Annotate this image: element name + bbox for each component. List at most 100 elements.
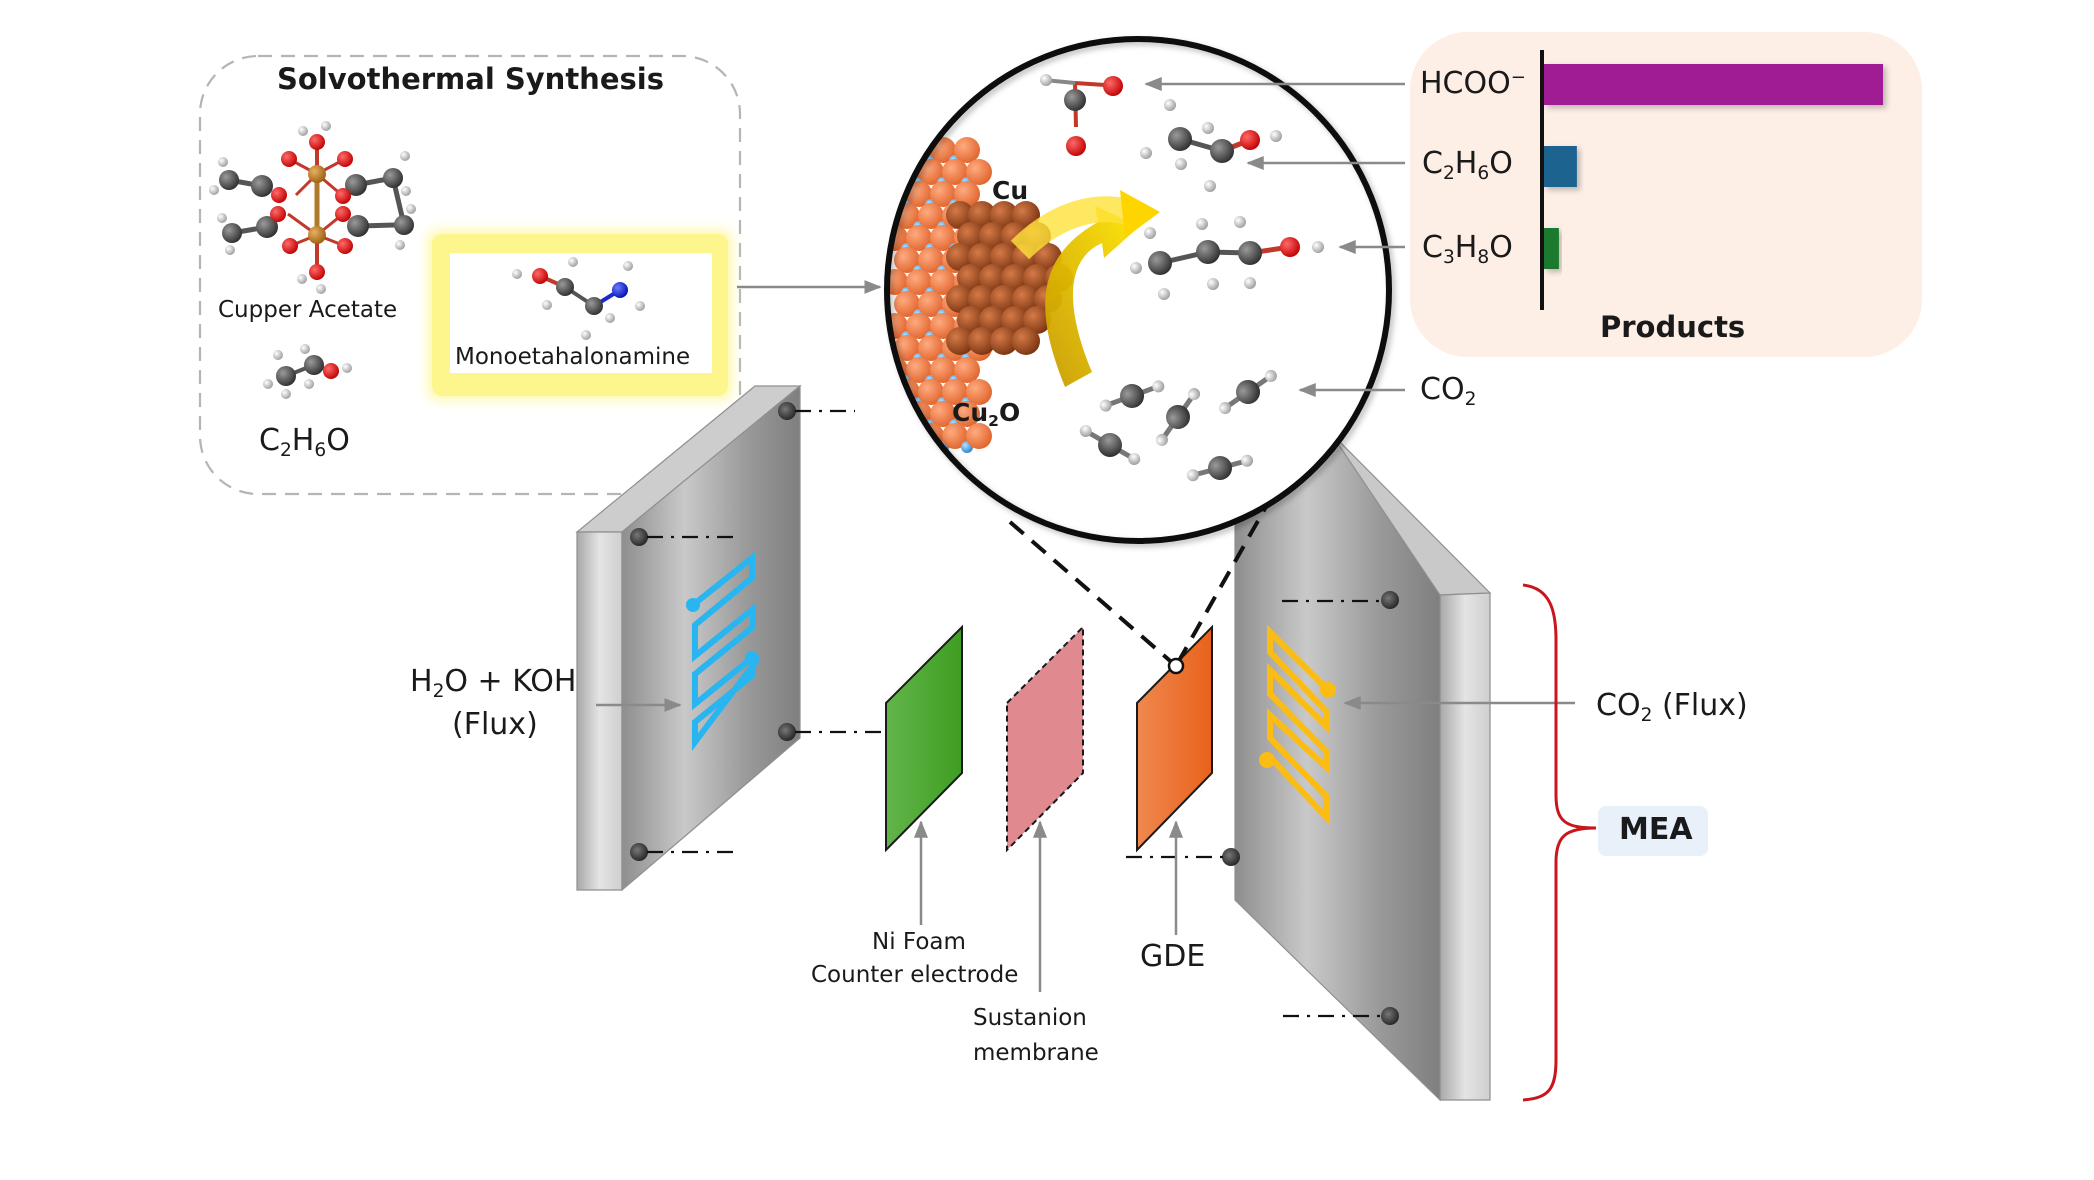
bolt-icon <box>630 843 648 861</box>
left-flow-channel <box>691 551 760 751</box>
atom <box>1188 388 1201 401</box>
atom <box>1098 433 1122 457</box>
atom <box>954 401 980 427</box>
zoom-projection-lines <box>1008 419 1317 668</box>
formate-molecule <box>1040 74 1123 156</box>
ethanol-product-molecule <box>1140 99 1282 192</box>
monoethanolamine-molecule <box>512 257 645 340</box>
left-channel-outlet <box>745 651 759 665</box>
co2-molecule <box>1219 369 1277 415</box>
atom <box>894 247 920 273</box>
atom <box>946 285 974 313</box>
synthesis-title: Solvothermal Synthesis <box>277 62 664 96</box>
atom <box>1241 454 1254 467</box>
atom <box>966 423 992 449</box>
ethanol-molecule <box>263 344 352 399</box>
bolt-icon <box>1381 1007 1399 1025</box>
co2-molecule <box>1079 425 1141 465</box>
atom <box>957 264 985 292</box>
c3h8o-label: C3H8O <box>1422 230 1513 268</box>
bar-hcoo <box>1544 64 1883 105</box>
bolt-icon <box>1381 591 1399 609</box>
atom <box>918 291 944 317</box>
atom <box>966 159 992 185</box>
c2h6o-label: C2H6O <box>1422 146 1513 184</box>
left-channel-inlet <box>686 598 700 612</box>
zoom-point <box>1167 657 1185 675</box>
atom <box>1001 264 1029 292</box>
atom <box>1236 380 1260 404</box>
monoethanolamine-card <box>450 253 712 373</box>
atom <box>979 306 1007 334</box>
atom <box>946 201 974 229</box>
atom <box>918 379 944 405</box>
counter-electrode-label: Counter electrode <box>811 962 1019 988</box>
ni-foam-label: Ni Foam <box>872 929 966 955</box>
catalyst-zoom-view <box>884 36 1392 544</box>
atom <box>1023 306 1051 334</box>
atom <box>954 181 980 207</box>
atom <box>968 285 996 313</box>
atom <box>930 225 956 251</box>
ethanol-reagent-label: C2H6O <box>259 423 350 461</box>
products-bars <box>1544 64 1883 269</box>
membrane-label: membrane <box>973 1040 1099 1066</box>
cu-label: Cu <box>992 176 1029 205</box>
co2-label: CO2 <box>1420 372 1477 410</box>
atom <box>968 327 996 355</box>
atom <box>930 181 956 207</box>
atom <box>930 269 956 295</box>
atom <box>901 419 913 431</box>
conversion-arrow <box>1045 206 1140 387</box>
left-inlet-label: H2O + KOH <box>410 664 577 702</box>
atom <box>990 285 1018 313</box>
atom <box>918 203 944 229</box>
products-panel <box>1410 32 1922 357</box>
gde-electrode <box>1136 624 1213 853</box>
bolt-icon <box>778 723 796 741</box>
ni-foam-electrode <box>885 624 963 853</box>
left-end-plate <box>575 384 888 892</box>
propanol-molecule <box>1130 216 1324 300</box>
atom <box>894 423 920 449</box>
atom <box>942 423 968 449</box>
atom <box>957 306 985 334</box>
sustanion-membrane <box>1006 624 1084 853</box>
atom <box>1001 306 1029 334</box>
sustanion-label: Sustanion <box>973 1005 1087 1031</box>
atom <box>957 222 985 250</box>
atom <box>1012 327 1040 355</box>
gde-label: GDE <box>1140 939 1206 974</box>
atom <box>942 159 968 185</box>
atom <box>918 335 944 361</box>
atom <box>1208 456 1232 480</box>
atom <box>1186 469 1199 482</box>
right-inlet-label: CO2 (Flux) <box>1596 688 1748 726</box>
atom <box>1120 384 1144 408</box>
monoethanolamine-label: Monoetahalonamine <box>455 344 691 370</box>
component-pointer-lines <box>914 820 1183 992</box>
atom <box>1219 402 1232 415</box>
zoom-circle-border <box>884 36 1392 544</box>
bolt-icon <box>778 402 796 420</box>
bar-c3h8o <box>1544 228 1559 269</box>
atom <box>894 335 920 361</box>
atom <box>946 327 974 355</box>
atom <box>946 243 974 271</box>
atom <box>887 137 908 163</box>
mea-badge <box>1598 806 1708 856</box>
atom <box>1155 433 1168 446</box>
synthesis-panel <box>198 54 742 496</box>
atom <box>1166 405 1190 429</box>
atom <box>942 379 968 405</box>
atom <box>979 264 1007 292</box>
mea-brace <box>1522 583 1597 1102</box>
atom <box>906 357 932 383</box>
bolt-icon <box>630 528 648 546</box>
copper-acetate-molecule <box>209 121 416 294</box>
atom <box>930 401 956 427</box>
atom <box>906 313 932 339</box>
atom <box>968 243 996 271</box>
atom <box>1264 369 1277 382</box>
